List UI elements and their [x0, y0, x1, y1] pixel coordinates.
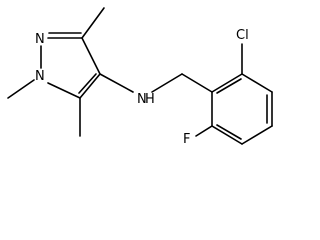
- atom-amine-n: N: [137, 92, 147, 107]
- bond-b1-b2-inner: [216, 78, 242, 94]
- structure-canvas: N N N H Cl F: [7, 7, 273, 147]
- bond-b5-b6: [211, 125, 243, 145]
- molecule-structure: N N N H Cl F: [7, 7, 273, 147]
- bond-b6-f: [195, 125, 213, 137]
- bond-c4-c5-double: [78, 73, 97, 94]
- atom-n2: N: [35, 32, 45, 47]
- bond-c4-c5: [79, 73, 101, 99]
- bond-c3-c4: [81, 37, 101, 75]
- bond-ch2-ring: [181, 73, 213, 93]
- bond-c4-nh: [99, 73, 134, 93]
- bond-b1-b2: [211, 73, 243, 93]
- bond-b5-b6-inner: [216, 124, 242, 140]
- atom-cl: Cl: [236, 28, 249, 43]
- bond-c5-n1: [47, 82, 81, 99]
- atom-amine-h: H: [145, 92, 155, 107]
- bond-nh-ch2: [151, 73, 183, 93]
- atom-n1: N: [35, 69, 45, 84]
- bond-b2-b3: [241, 73, 273, 93]
- bond-b4-b5: [241, 125, 273, 145]
- bond-c3-methyl: [81, 7, 105, 39]
- bond-n1-methyl: [7, 79, 35, 99]
- atom-f: F: [183, 132, 190, 147]
